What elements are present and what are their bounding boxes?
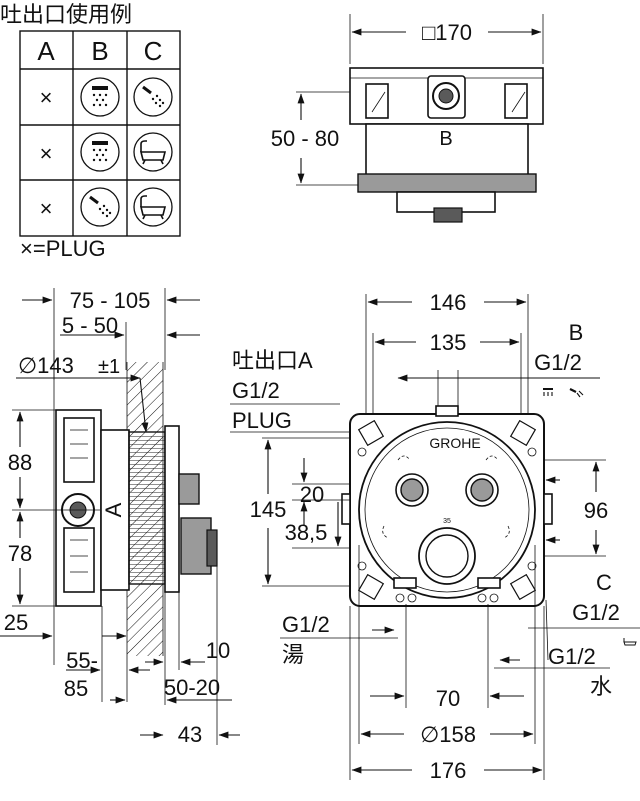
front-inner-width-label: 135	[430, 330, 467, 355]
hand-shower-icon	[569, 388, 584, 398]
top-height-label: 50 - 80	[271, 126, 340, 151]
side-depth-label: 75 - 105	[70, 288, 151, 313]
front-outer-width-label: 146	[430, 290, 467, 315]
front-spacing-label: 20	[300, 482, 324, 507]
side-knob-label: 43	[178, 722, 202, 747]
side-knob-gap-label: 10	[206, 638, 230, 663]
front-offset-label: 38,5	[285, 520, 328, 545]
side-lower-label: 78	[8, 541, 32, 566]
table-row-1-a: ×	[40, 85, 53, 110]
front-height-label: 145	[250, 497, 287, 522]
hand-shower-icon	[80, 187, 120, 227]
outlet-usage-table: 吐出口使用例 A B C × × ×	[0, 2, 181, 261]
side-cover-label: 50-20	[164, 675, 220, 700]
front-plug-label: PLUG	[232, 408, 292, 433]
shower-head-icon	[80, 77, 120, 117]
table-row-2-a: ×	[40, 141, 53, 166]
side-bottom-label: 25	[4, 610, 28, 635]
front-hot-thread-label: G1/2	[282, 612, 330, 637]
front-height-right-label: 96	[584, 498, 608, 523]
side-upper-label: 88	[8, 450, 32, 475]
bathtub-icon	[133, 187, 173, 227]
top-width-label: □170	[422, 20, 472, 45]
side-diameter-label: ∅143	[18, 353, 74, 378]
front-outlet-a-label: 吐出口A	[232, 348, 313, 373]
front-thread-b-label: G1/2	[534, 350, 582, 375]
plug-legend: ×=PLUG	[20, 236, 106, 261]
front-center-dist-label: 70	[436, 686, 460, 711]
table-header-a: A	[37, 36, 55, 66]
side-recess-label-a: 55-	[66, 648, 98, 673]
front-thread-a-label: G1/2	[232, 378, 280, 403]
front-port-c-label: C	[596, 570, 612, 595]
shower-head-icon	[543, 388, 553, 396]
front-hot-label: 湯	[282, 642, 304, 667]
front-total-width-label: 176	[430, 758, 467, 783]
table-header-c: C	[144, 36, 163, 66]
side-recess-label-b: 85	[64, 676, 88, 701]
front-cold-label: 水	[590, 674, 612, 699]
table-row-3-a: ×	[40, 196, 53, 221]
hand-shower-icon	[133, 77, 173, 117]
front-cold-thread-label: G1/2	[548, 644, 596, 669]
shower-head-icon	[80, 132, 120, 172]
table-header-b: B	[91, 36, 108, 66]
side-inset-label: 5 - 50	[62, 313, 118, 338]
front-thread-c-label: G1/2	[572, 600, 620, 625]
bathtub-icon	[133, 132, 173, 172]
side-tolerance-label: ±1	[98, 356, 120, 378]
bathtub-icon	[623, 638, 637, 646]
front-view: 146 135 B G1/2 吐出口A G1/2 PLUG	[230, 290, 640, 783]
table-title: 吐出口使用例	[0, 2, 132, 27]
front-diameter-label: ∅158	[420, 722, 476, 747]
top-view: □170 B 50 - 80	[271, 14, 544, 223]
side-view: 75 - 105 5 - 50 ∅143 ±1 A 88 78	[0, 288, 240, 747]
front-small-mark: 35	[443, 518, 451, 525]
side-port-a-label: A	[101, 502, 126, 517]
top-port-b-label: B	[439, 128, 452, 150]
front-port-b-label: B	[569, 320, 584, 345]
front-logo: GROHE	[429, 435, 480, 451]
